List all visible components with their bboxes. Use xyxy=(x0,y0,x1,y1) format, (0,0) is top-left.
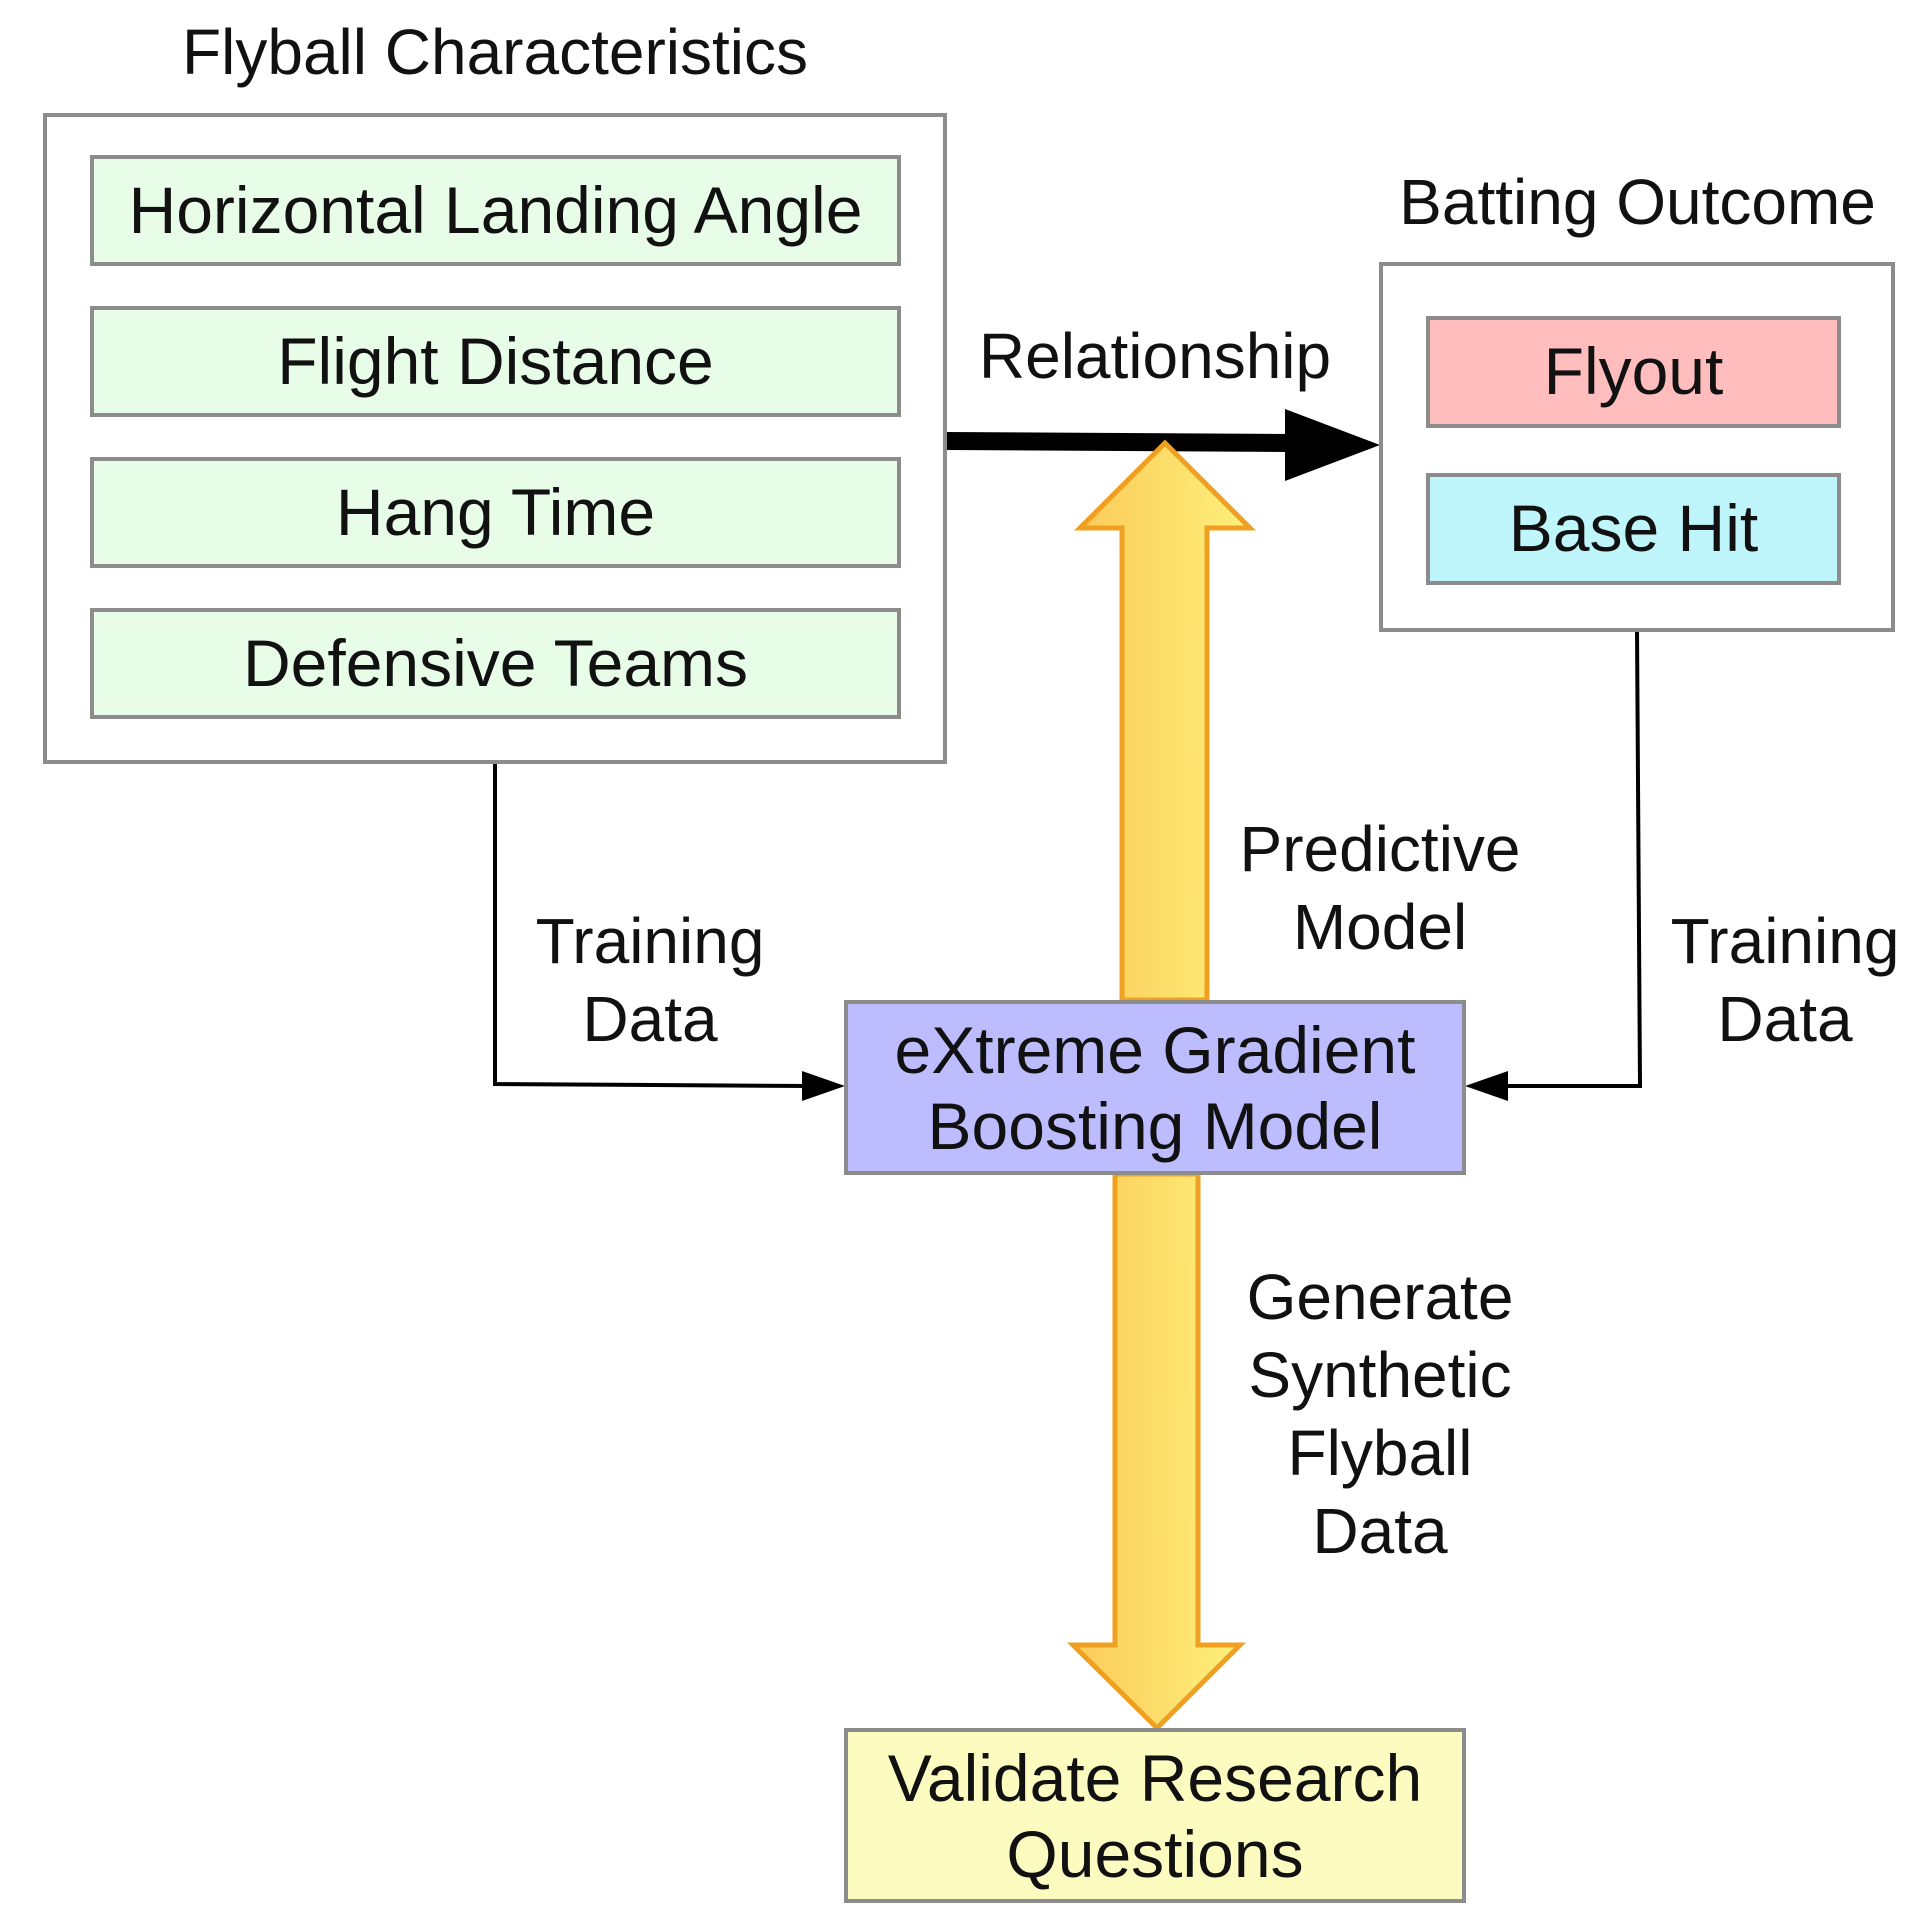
generate-line-2: Synthetic xyxy=(1248,1339,1512,1411)
training-data-right-arrow-head xyxy=(1465,1071,1508,1101)
predictive-model-block-arrow xyxy=(1073,439,1257,1003)
batting-outcome-title: Batting Outcome xyxy=(1399,166,1876,238)
xgboost-model-box: eXtreme Gradient Boosting Model xyxy=(844,1000,1466,1175)
relationship-arrow-shaft xyxy=(936,432,1299,452)
feature-defensive-teams: Defensive Teams xyxy=(90,608,901,719)
generate-line-4: Data xyxy=(1312,1495,1448,1567)
training-data-right-line-2: Data xyxy=(1717,983,1853,1055)
predictive-model-line-1: Predictive xyxy=(1239,813,1521,885)
xgboost-model-line-1: eXtreme Gradient xyxy=(894,1012,1416,1087)
validate-research-questions-box: Validate Research Questions xyxy=(844,1728,1466,1903)
generate-line-3: Flyball xyxy=(1287,1417,1473,1489)
relationship-label: Relationship xyxy=(978,320,1332,392)
feature-horizontal-landing-angle: Horizontal Landing Angle xyxy=(90,155,901,266)
generate-synthetic-block-arrow xyxy=(1066,1171,1247,1732)
feature-hang-time: Hang Time xyxy=(90,457,901,568)
xgboost-model-line-2: Boosting Model xyxy=(927,1088,1383,1163)
validate-line-2: Questions xyxy=(1006,1816,1304,1891)
training-data-right-line-1: Training xyxy=(1670,905,1900,977)
predictive-model-line-2: Model xyxy=(1292,891,1468,963)
feature-flight-distance: Flight Distance xyxy=(90,306,901,417)
training-data-left-line-1: Training xyxy=(535,905,765,977)
training-data-right-label: Training Data xyxy=(1650,902,1920,1058)
training-data-left-arrow-head xyxy=(802,1071,845,1101)
training-data-left-line-2: Data xyxy=(582,983,718,1055)
generate-synthetic-data-label: Generate Synthetic Flyball Data xyxy=(1215,1258,1545,1570)
training-data-left-label: Training Data xyxy=(500,902,800,1058)
outcome-flyout: Flyout xyxy=(1426,316,1841,428)
predictive-model-label: Predictive Model xyxy=(1215,810,1545,966)
validate-line-1: Validate Research xyxy=(887,1740,1423,1815)
training-data-right-connector xyxy=(1505,628,1643,1088)
outcome-base-hit: Base Hit xyxy=(1426,473,1841,585)
generate-line-1: Generate xyxy=(1246,1261,1514,1333)
training-data-left-connector xyxy=(493,761,811,1088)
relationship-arrow-head xyxy=(1285,409,1380,481)
flyball-characteristics-title: Flyball Characteristics xyxy=(182,16,808,88)
